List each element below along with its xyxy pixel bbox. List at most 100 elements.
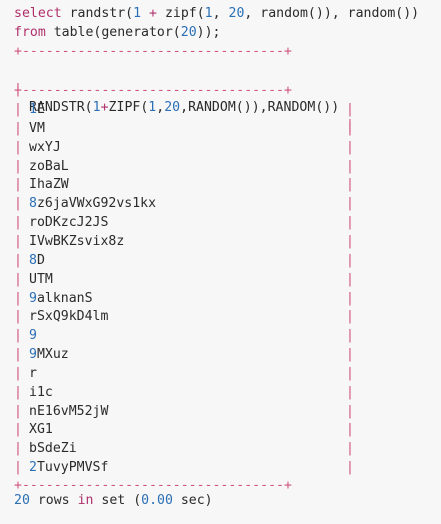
table-pipe-left: | [14,365,22,381]
cell-text: i1c [29,384,53,400]
table-cell: VM [29,120,45,138]
table-pipe-right: | [346,384,354,400]
row-count: 20 [14,493,30,508]
table-pipe-left: | [14,252,22,268]
cell-text: wxYJ [29,139,61,155]
table-cell: UTM [29,271,53,289]
randstr-function: randstr( [69,6,134,21]
randstr-arg: 1 [133,6,142,21]
open-paren: ( [133,493,142,508]
from-keyword: from [14,25,46,40]
table-pipe-left: | [14,328,22,344]
cell-leading-digit: 9 [29,328,37,344]
table-row: | 8D | [0,252,441,270]
cell-text: z6jaVWxG92vs1kx [36,196,157,212]
random-call-2: random()) [347,6,420,21]
table-pipe-left: | [14,290,22,306]
table-pipe-left: | [14,120,22,136]
table-pipe-right: | [346,215,354,231]
table-pipe-right: | [346,271,354,287]
result-summary: 20 rows in set (0.00 sec) [14,492,213,510]
cell-text: nE16vM52jW [29,403,109,419]
comma: , [244,6,253,21]
table-cell: 9 [29,327,37,345]
table-pipe-left: | [14,460,22,476]
query-line-1: select randstr(1 + zipf(1, 20, random())… [14,5,419,23]
table-pipe-right: | [346,403,354,419]
table-row: |zoBaL| [0,158,441,176]
table-pipe-right: | [346,177,354,193]
seconds-unit: sec) [180,493,213,508]
cell-text: D [36,252,45,268]
table-pipe-left: | [14,139,22,155]
table-pipe-right: | [346,120,354,136]
table-cell: r [29,365,37,383]
table-row: | nE16vM52jW | [0,403,441,421]
table-pipe-right: | [346,365,354,381]
table-pipe-left: | [14,233,22,249]
cell-leading-digit: 9 [29,290,37,306]
table-pipe-left: | [14,102,22,117]
plus-operator: + [149,6,157,21]
table-cell: 2TuvyPMVSf [29,459,108,477]
table-cell: nE16vM52jW [29,403,108,421]
table-cell: XG1 [29,421,53,439]
table-function: table(generator( [53,25,181,40]
table-border-top: +---------------------------------+ [14,44,292,59]
table-row: |UTM| [0,271,441,289]
table-cell: zoBaL [29,158,69,176]
table-pipe-left: | [14,215,22,231]
in-keyword: in [77,493,94,508]
table-pipe-right: | [346,233,354,249]
table-pipe-left: | [14,177,22,193]
table-cell: wxYJ [29,139,61,157]
generator-count: 20 [180,25,197,40]
cell-text: roDKzcJ2JS [29,215,109,231]
table-cell: 9MXuz [29,346,69,364]
cell-text: IhaZW [29,177,69,193]
cell-leading-digit: 2 [29,460,37,476]
table-pipe-right: | [346,290,354,306]
table-pipe-right: | [346,460,354,476]
table-row: | 9alknanS | [0,290,441,308]
table-cell: i1c [29,384,53,402]
table-cell: roDKzcJ2JS [29,214,108,232]
table-pipe-right: | [346,118,354,133]
table-pipe-left: | [14,158,22,174]
table-pipe-left: | [14,403,22,419]
cell-leading-digit: 8 [29,252,37,268]
set-word: set [101,493,126,508]
cell-leading-digit: 8 [29,196,37,212]
table-pipe-right: | [346,441,354,457]
table-row: |9| [0,327,441,345]
zipf-arg-b: 20 [228,6,245,21]
table-row: | r | [0,365,441,383]
table-cell: 8z6jaVWxG92vs1kx [29,195,156,213]
comma: , [212,6,221,21]
table-cell: 1E [29,101,45,119]
table-pipe-right: | [346,347,354,363]
table-pipe-right: | [346,252,354,268]
table-border-bottom: +---------------------------------+ [14,478,292,493]
table-cell: 8D [29,252,45,270]
table-cell: bSdeZi [29,440,77,458]
elapsed-time: 0.00 [141,493,173,508]
table-row: |rSxQ9kD4lm| [0,308,441,326]
table-pipe-left: | [14,82,22,97]
table-row: | VM | [0,120,441,138]
table-row: |i1c| [0,384,441,402]
cell-text: alknanS [36,290,93,306]
table-pipe-right: | [346,102,354,117]
table-pipe-right: | [346,196,354,212]
cell-text: zoBaL [29,158,69,174]
table-pipe-right: | [346,422,354,438]
table-header-row: | RANDSTR(1+ZIPF(1,20,RANDOM()),RANDOM()… [0,63,441,133]
select-keyword: select [14,6,62,21]
table-pipe-right: | [346,139,354,155]
table-pipe-right: | [346,309,354,325]
cell-text: UTM [29,271,53,287]
table-pipe-left: | [14,347,22,363]
rows-word: rows [37,493,70,508]
table-cell: 9alknanS [29,290,93,308]
table-row: | wxYJ | [0,139,441,157]
